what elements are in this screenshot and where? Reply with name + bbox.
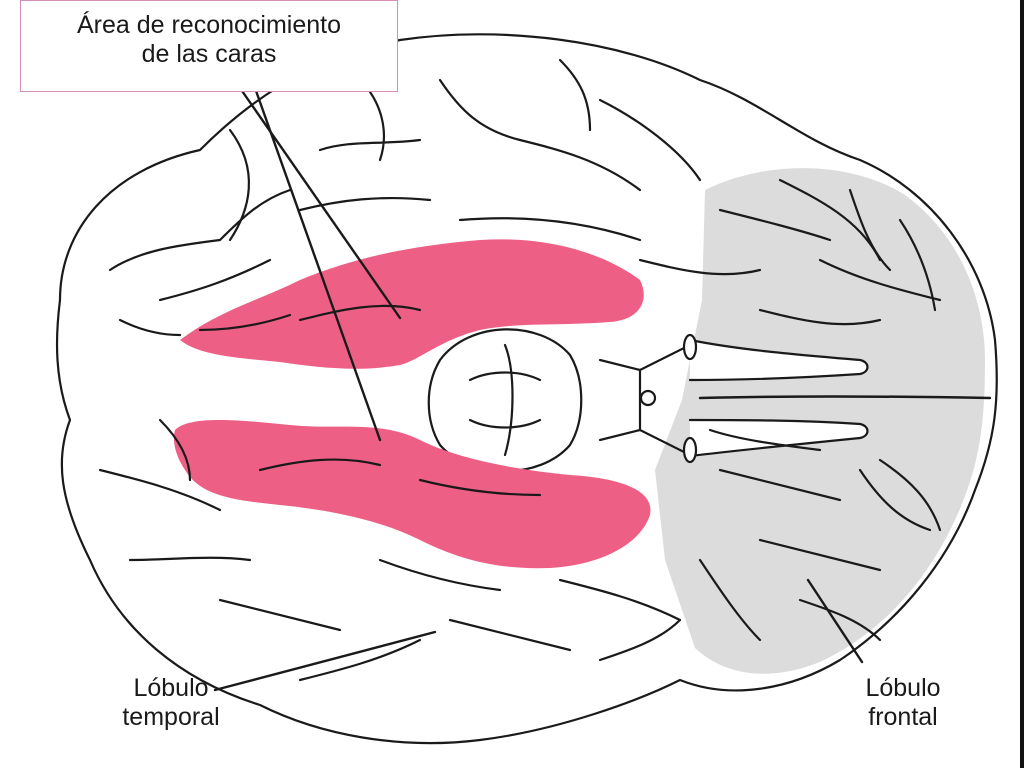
face-area-lower <box>173 420 651 569</box>
temporal-lobe-label-line-2: temporal <box>122 703 220 731</box>
pointer-temporal <box>213 630 437 692</box>
temporal-lobe-label-line-1: Lóbulo <box>133 674 209 702</box>
right-edge-border <box>1020 0 1024 768</box>
pointer-lines <box>213 86 864 692</box>
optic-structure <box>598 343 692 457</box>
midbrain-detail <box>468 371 542 429</box>
olfactory-bulb-lower <box>682 436 698 464</box>
olfactory-tract-lower <box>688 418 869 458</box>
face-area-label-line-2: de las caras <box>141 40 277 68</box>
pointer-face-lower <box>253 86 382 442</box>
temporal-lobe-label: Lóbulo temporal <box>96 674 246 732</box>
face-area-label-line-1: Área de reconocimiento <box>76 11 342 39</box>
optic-chiasm <box>639 389 657 407</box>
frontal-lobe-label-line-1: Lóbulo <box>865 674 941 702</box>
midbrain <box>427 328 583 473</box>
face-area-upper <box>180 239 644 369</box>
frontal-lobe-label: Lóbulo frontal <box>838 674 968 732</box>
pointer-frontal <box>806 578 864 664</box>
olfactory-bulb-upper <box>682 333 698 361</box>
frontal-gyri <box>708 188 932 532</box>
gyri-lower <box>98 418 942 682</box>
longitudinal-fissure <box>698 395 992 400</box>
olfactory-tract-upper <box>688 338 869 382</box>
frontal-lobe-label-line-2: frontal <box>868 703 938 731</box>
pointer-face-upper <box>238 86 402 320</box>
face-recognition-area-label: Área de reconocimiento de las caras <box>20 0 398 92</box>
midbrain-cleft <box>503 343 514 457</box>
